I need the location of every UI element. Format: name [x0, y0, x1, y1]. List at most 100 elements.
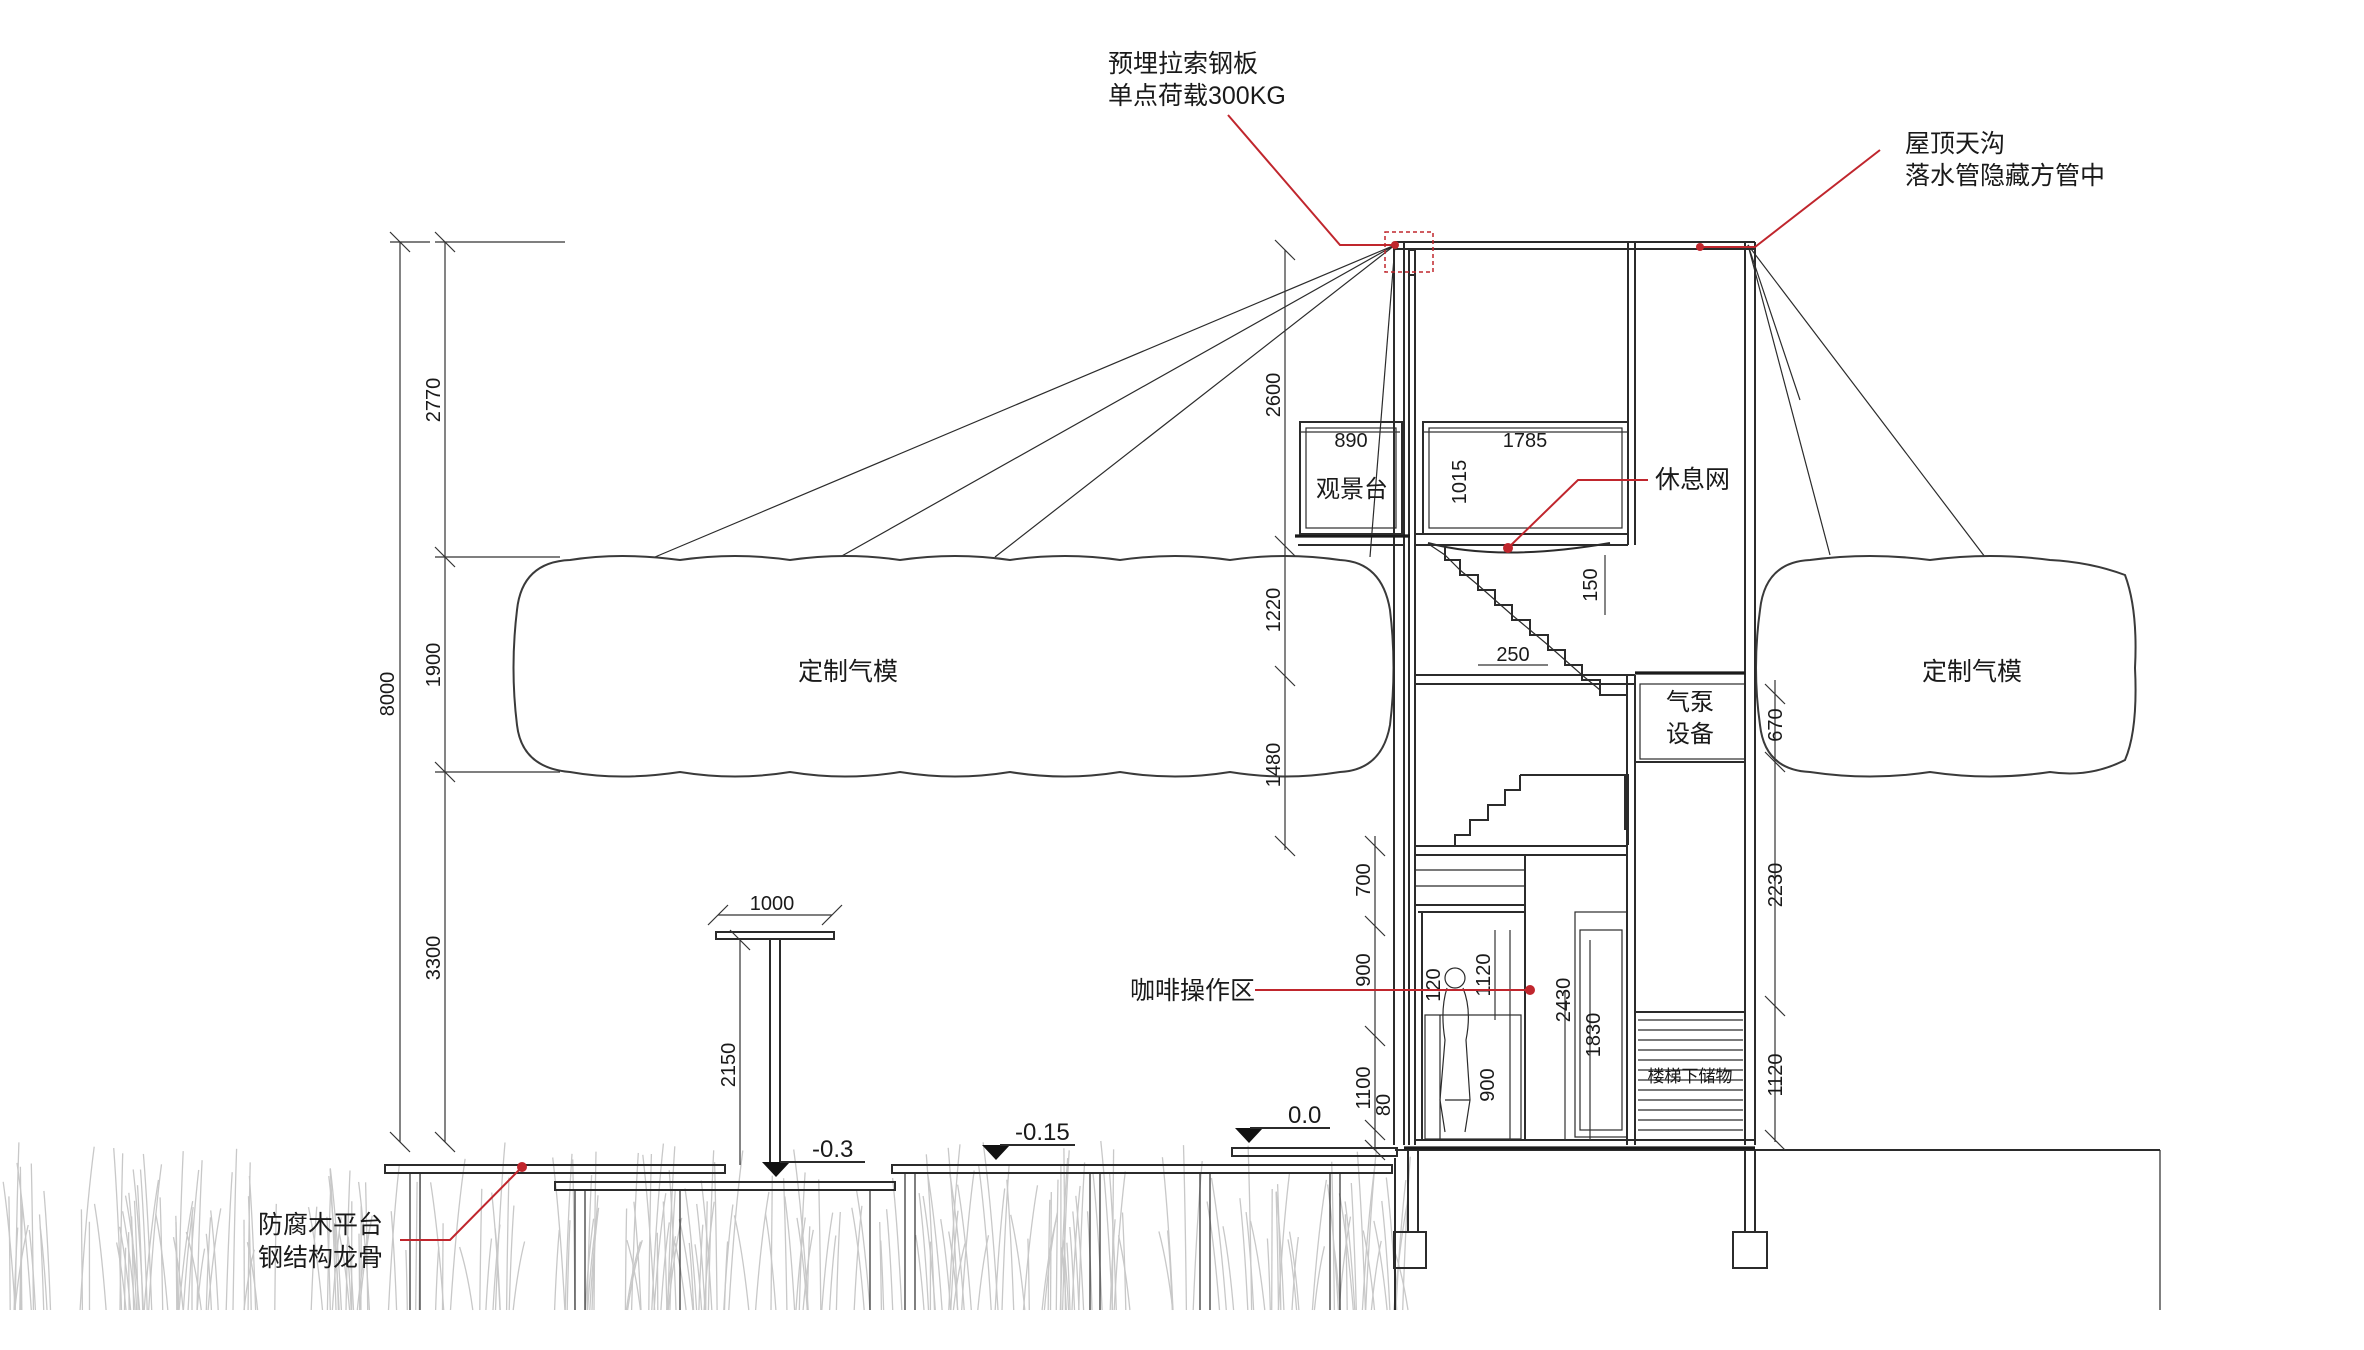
- level-marker-c: 0.0: [1288, 1102, 1321, 1129]
- grass-blade: [1275, 1191, 1280, 1311]
- grass-blade: [225, 1172, 233, 1311]
- dim-150: 150: [1580, 568, 1602, 601]
- grass-blade: [246, 1242, 259, 1311]
- grass-blade: [80, 1209, 84, 1311]
- dim-1220: 1220: [1263, 588, 1285, 633]
- grass-blade: [1275, 1191, 1285, 1311]
- grass-blade: [390, 1211, 398, 1311]
- grass-blade: [358, 1215, 373, 1311]
- grass-blade: [879, 1221, 883, 1311]
- grass-blade: [121, 1211, 136, 1311]
- grass-blade: [684, 1188, 698, 1311]
- grass-blade: [415, 1181, 418, 1311]
- grass-blade: [13, 1227, 19, 1311]
- grass-blade: [961, 1170, 975, 1311]
- dim-table-width: 1000: [750, 893, 795, 915]
- grass-blade: [1113, 1171, 1126, 1311]
- grass-blade: [698, 1224, 704, 1311]
- annotation-leaders: [400, 114, 1881, 1241]
- grass-blade: [485, 1238, 493, 1311]
- grass-blade: [274, 1203, 277, 1311]
- grass-blade: [855, 1190, 871, 1311]
- grass-blade: [754, 1191, 770, 1311]
- person-figure: [1439, 967, 1471, 1133]
- grass-blade: [39, 1226, 48, 1311]
- grass-blade: [1327, 1184, 1340, 1311]
- grass-blade: [177, 1151, 184, 1311]
- grass-blade: [994, 1188, 1006, 1311]
- grass-blade: [1311, 1179, 1328, 1311]
- viewing-deck-label: 观景台: [1316, 476, 1388, 503]
- grass-blade: [642, 1154, 656, 1311]
- grass-blade: [733, 1215, 750, 1311]
- room-labels: 观景台 气泵 设备 楼梯下储物: [1316, 476, 1733, 1086]
- grass-blade: [172, 1236, 184, 1311]
- grass-blade: [115, 1242, 127, 1311]
- grass-blade: [1338, 1193, 1354, 1311]
- grass-blade: [1166, 1230, 1173, 1311]
- grass-blade: [1182, 1145, 1188, 1311]
- grass-blade: [155, 1213, 169, 1311]
- grass-blade: [387, 1165, 400, 1311]
- grass-blade: [93, 1203, 107, 1311]
- grass-blade: [802, 1229, 814, 1311]
- dim-seg-top: 2770: [423, 378, 445, 423]
- grass-blade: [1010, 1214, 1026, 1311]
- grass-blade: [505, 1177, 510, 1311]
- grass-blade: [1062, 1239, 1070, 1311]
- grass-blade: [185, 1231, 202, 1311]
- grass-blade: [196, 1160, 203, 1311]
- grass-blade: [1271, 1188, 1273, 1311]
- dim-1120-inner: 1120: [1473, 953, 1495, 996]
- grass-blade: [723, 1204, 734, 1311]
- dim-890: 890: [1334, 430, 1367, 452]
- grass-blade: [1245, 1212, 1255, 1311]
- grass-blade: [405, 1249, 408, 1311]
- level-marker-a: -0.3: [812, 1136, 853, 1163]
- grass-blade: [16, 1162, 32, 1311]
- grass-background: [2, 1140, 1411, 1311]
- ground-foundation: [1393, 1149, 2161, 1310]
- grass-blade: [20, 1204, 23, 1311]
- grass-blade: [1092, 1173, 1103, 1311]
- grass-blade: [982, 1142, 999, 1311]
- dim-120: 120: [1423, 968, 1445, 1001]
- grass-blade: [512, 1241, 526, 1311]
- grass-blade: [660, 1222, 670, 1311]
- grass-blade: [1210, 1177, 1227, 1311]
- grass-blade: [1344, 1214, 1348, 1311]
- grass-blade: [694, 1244, 703, 1311]
- grass-blade: [232, 1148, 238, 1311]
- grass-blade: [127, 1232, 130, 1311]
- level-marker-b: -0.15: [1015, 1119, 1070, 1146]
- grass-blade: [1027, 1238, 1030, 1311]
- dim-2230: 2230: [1765, 863, 1787, 908]
- grass-blade: [586, 1175, 593, 1311]
- grass-blade: [1055, 1179, 1059, 1311]
- grass-blade: [915, 1234, 925, 1311]
- grass-blade: [828, 1235, 837, 1311]
- grass-blade: [247, 1196, 252, 1311]
- anchor-plate-note-1: 预埋拉索钢板: [1108, 50, 1258, 78]
- grass-blade: [700, 1180, 713, 1311]
- level-markers: -0.3 -0.15 0.0: [762, 1102, 1330, 1177]
- grass-blade: [329, 1168, 343, 1311]
- grass-blade: [952, 1243, 966, 1311]
- grass-blade: [818, 1179, 822, 1311]
- grass-blade: [139, 1169, 148, 1311]
- grass-blade: [494, 1228, 501, 1311]
- grass-blade: [851, 1207, 865, 1311]
- dim-total-height: 8000: [377, 672, 399, 717]
- grass-blade: [143, 1179, 160, 1311]
- grass-blade: [1333, 1249, 1341, 1311]
- grass-blade: [118, 1226, 132, 1311]
- grass-blade: [1395, 1180, 1407, 1311]
- grass-blade: [1192, 1161, 1203, 1311]
- right-inflatable: 定制气模: [1755, 555, 2137, 778]
- grass-blade: [1109, 1219, 1116, 1311]
- grass-blade: [14, 1142, 20, 1311]
- grass-blade: [124, 1195, 141, 1311]
- anchor-plate-note-2: 单点荷载300KG: [1108, 82, 1286, 110]
- dim-seg-mid: 1900: [423, 643, 445, 688]
